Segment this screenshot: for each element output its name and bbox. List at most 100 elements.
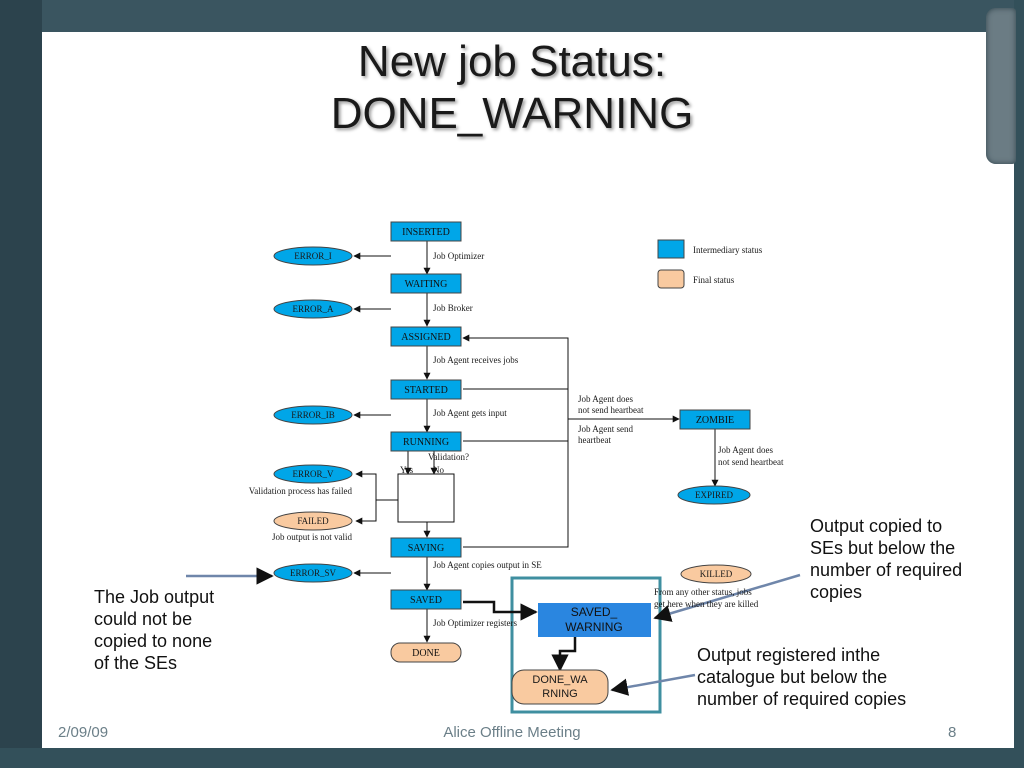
callout-right-bottom-line-2: catalogue but below the: [697, 667, 888, 687]
state-zombie: ZOMBIE: [679, 409, 751, 430]
legend-intermediary-swatch: [657, 239, 685, 259]
state-running: RUNNING: [390, 431, 462, 452]
state-error-i-label: ERROR_I: [294, 251, 332, 261]
callout-left-line-4: of the SEs: [94, 653, 178, 673]
frame-bottom: [0, 748, 1024, 768]
state-error-a-label: ERROR_A: [292, 304, 334, 314]
state-error-sv-label: ERROR_SV: [290, 568, 337, 578]
state-expired: EXPIRED: [677, 485, 751, 505]
state-saved-label: SAVED: [410, 595, 442, 606]
callout-right-bottom-line-3: number of required copies: [697, 689, 907, 709]
state-waiting: WAITING: [390, 273, 462, 294]
state-done-label: DONE: [412, 648, 440, 659]
legend-intermediary-label: Intermediary status: [693, 245, 763, 255]
legend-final-swatch: [657, 269, 685, 289]
footer-meeting: Alice Offline Meeting: [443, 724, 581, 741]
state-failed: FAILED: [273, 511, 353, 531]
state-zombie-label: ZOMBIE: [696, 415, 734, 426]
state-expired-label: EXPIRED: [695, 490, 734, 500]
label-optimizer-registers: Job Optimizer registers: [433, 618, 517, 628]
state-inserted: INSERTED: [390, 221, 462, 242]
state-saved-warning-label-2: WARNING: [565, 620, 623, 634]
label-heartbeat-1b: not send heartbeat: [578, 405, 644, 415]
callout-left-line-3: copied to none: [94, 631, 213, 651]
callout-arrow-right-bottom: [610, 673, 696, 696]
state-error-ib-label: ERROR_IB: [291, 410, 335, 420]
state-killed: KILLED: [680, 564, 752, 584]
state-started: STARTED: [390, 379, 462, 400]
slide-content: [42, 32, 1014, 748]
state-error-i: ERROR_I: [273, 246, 353, 266]
callout-arrow-right-top: [653, 573, 801, 622]
state-error-ib: ERROR_IB: [273, 405, 353, 425]
title-line-2: DONE_WARNING: [330, 89, 694, 138]
decorative-tab: [986, 8, 1016, 164]
state-done-warning-label-1: DONE_WA: [532, 674, 588, 686]
state-done: DONE: [390, 642, 462, 663]
state-done-warning-label-2: RNING: [542, 688, 577, 700]
label-validation: Validation?: [428, 452, 469, 462]
label-heartbeat-2b: heartbeat: [578, 435, 611, 445]
callout-right-bottom-line-1: Output registered inthe: [697, 645, 881, 665]
done-warning-highlight-box: [510, 576, 662, 714]
label-no: No: [433, 465, 444, 475]
state-saved-warning-label-1: SAVED_: [571, 605, 618, 619]
arrow-to-failed: [355, 499, 398, 525]
callout-left-line-2: could not be: [94, 609, 193, 629]
state-error-v: ERROR_V: [273, 464, 353, 484]
slide-title: New job Status: DONE_WARNING: [200, 36, 824, 140]
label-yes: Yes: [400, 465, 414, 475]
label-killed-2: get here when they are killed: [654, 599, 759, 609]
arrow-to-error-v: [355, 470, 398, 501]
state-done-warning: DONE_WA RNING: [511, 669, 609, 705]
state-error-a: ERROR_A: [273, 299, 353, 319]
footer-page-number: 8: [948, 724, 957, 741]
callout-right-top-line-4: copies: [810, 582, 863, 602]
callout-right-top-line-3: number of required: [810, 560, 963, 580]
label-heartbeat-1a: Job Agent does: [578, 394, 633, 404]
state-saved-warning: SAVED_ WARNING: [538, 603, 651, 637]
state-failed-label: FAILED: [297, 516, 329, 526]
state-assigned-label: ASSIGNED: [401, 332, 450, 343]
callout-right-bottom: Output registered inthe catalogue but be…: [697, 644, 906, 710]
state-saving: SAVING: [390, 537, 462, 558]
label-heartbeat-3a: Job Agent does: [718, 445, 773, 455]
label-heartbeat-3b: not send heartbeat: [718, 457, 784, 467]
state-waiting-label: WAITING: [405, 279, 448, 290]
callout-left: The Job output could not be copied to no…: [94, 586, 214, 674]
callout-left-line-1: The Job output: [94, 587, 215, 607]
arrow-saving-back-to-assigned: [462, 334, 569, 548]
state-assigned: ASSIGNED: [390, 326, 462, 347]
state-started-label: STARTED: [404, 385, 448, 396]
label-killed-1: From any other status, jobs: [654, 587, 752, 597]
callout-right-top-line-2: SEs but below the: [810, 538, 956, 558]
label-copies-output: Job Agent copies output in SE: [433, 560, 542, 570]
label-job-optimizer: Job Optimizer: [433, 251, 484, 261]
state-inserted-label: INSERTED: [402, 227, 450, 238]
arrow-saved-to-saved-warning: [463, 600, 538, 621]
validation-box: [397, 473, 455, 523]
label-agent-input: Job Agent gets input: [433, 408, 507, 418]
callout-right-top-line-1: Output copied to: [810, 516, 943, 536]
legend-final-label: Final status: [693, 275, 735, 285]
state-killed-label: KILLED: [700, 569, 733, 579]
frame-left: [0, 0, 42, 768]
state-error-sv: ERROR_SV: [273, 563, 353, 583]
state-saving-label: SAVING: [408, 543, 445, 554]
label-agent-receives: Job Agent receives jobs: [433, 355, 519, 365]
callout-right-top: Output copied to SEs but below the numbe…: [810, 515, 962, 603]
arrow-saved-warning-to-done-warning: [551, 637, 577, 672]
state-error-v-label: ERROR_V: [292, 469, 334, 479]
label-validation-failed: Validation process has failed: [249, 486, 353, 496]
frame-right: [1014, 0, 1024, 768]
label-output-not-valid: Job output is not valid: [272, 532, 353, 542]
footer-date: 2/09/09: [58, 724, 109, 741]
frame-top: [0, 0, 1024, 32]
label-heartbeat-2a: Job Agent send: [578, 424, 633, 434]
label-job-broker: Job Broker: [433, 303, 473, 313]
state-saved: SAVED: [390, 589, 462, 610]
state-running-label: RUNNING: [403, 437, 449, 448]
title-line-1: New job Status:: [357, 37, 667, 86]
